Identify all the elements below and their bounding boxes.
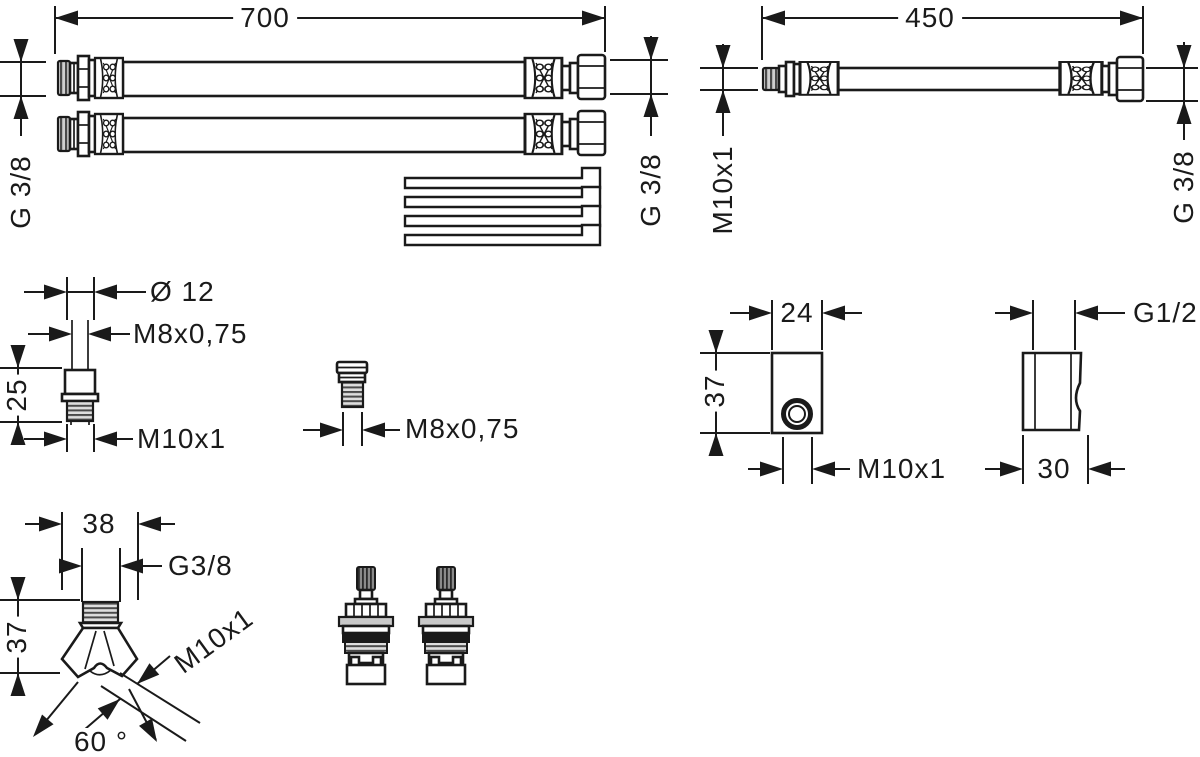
- dim-label-hoses-length: 700: [233, 4, 297, 32]
- thread-label-g38-right: G 3/8: [635, 149, 666, 231]
- sleeve-nipple-drawing: [1021, 351, 1083, 432]
- hose-700-first: [58, 55, 605, 100]
- dim-g38-y: [59, 548, 162, 602]
- hose-450: [761, 55, 1145, 103]
- thread-label-g38-y: G3/8: [168, 550, 233, 581]
- thread-label-g38-450: G 3/8: [1168, 146, 1199, 228]
- thread-label-m8-pin: M8x0,75: [133, 318, 248, 349]
- dim-label-24: 24: [773, 299, 821, 327]
- dim-g38-450-right: [1146, 42, 1198, 140]
- dim-m8-pin: [28, 326, 130, 342]
- dim-g38-left: [0, 39, 46, 136]
- valve-cartridge-second: [417, 565, 475, 686]
- hose-700-second: [58, 111, 605, 156]
- dim-g12: [995, 300, 1125, 350]
- thread-label-g12: G1/2: [1133, 297, 1198, 328]
- dim-38: [25, 512, 175, 600]
- dim-24: [730, 300, 862, 350]
- thread-label-m10-pin: M10x1: [137, 423, 227, 454]
- dim-angle-60: [27, 681, 164, 746]
- y-connector-drawing: [60, 600, 139, 679]
- dim-diameter-12: [24, 277, 146, 320]
- dim-label-38: 38: [75, 510, 123, 538]
- block-connector-drawing: [770, 351, 824, 435]
- thread-label-m10-block: M10x1: [857, 453, 947, 484]
- dim-g38-right: [610, 36, 668, 136]
- dim-label-25: 25: [1, 374, 32, 416]
- dim-label-angle-60: 60 °: [66, 728, 136, 756]
- adapter-drawing: [335, 360, 369, 409]
- dim-30: [985, 435, 1125, 484]
- dim-label-diameter-12: Ø 12: [150, 276, 215, 307]
- pin-connector-drawing: [60, 320, 100, 425]
- thread-label-m8-adapter: M8x0,75: [405, 413, 520, 444]
- dim-m8-adapter: [303, 412, 400, 446]
- dim-m10-block: [748, 437, 850, 484]
- thread-label-g38-left: G 3/8: [5, 151, 36, 233]
- dim-label-37-y: 37: [1, 616, 32, 658]
- thread-label-m10-450: M10x1: [707, 141, 738, 239]
- dim-m10-pin: [24, 424, 133, 452]
- dim-label-30: 30: [1030, 455, 1078, 483]
- dim-m10x1-450: [700, 44, 758, 136]
- dim-label-hose-450-length: 450: [898, 4, 962, 32]
- mounting-clips: [403, 166, 602, 247]
- dim-700: [54, 6, 606, 54]
- valve-cartridge-first: [337, 565, 395, 686]
- dim-m10-outlet: [83, 655, 201, 742]
- dim-label-37-block: 37: [699, 370, 730, 412]
